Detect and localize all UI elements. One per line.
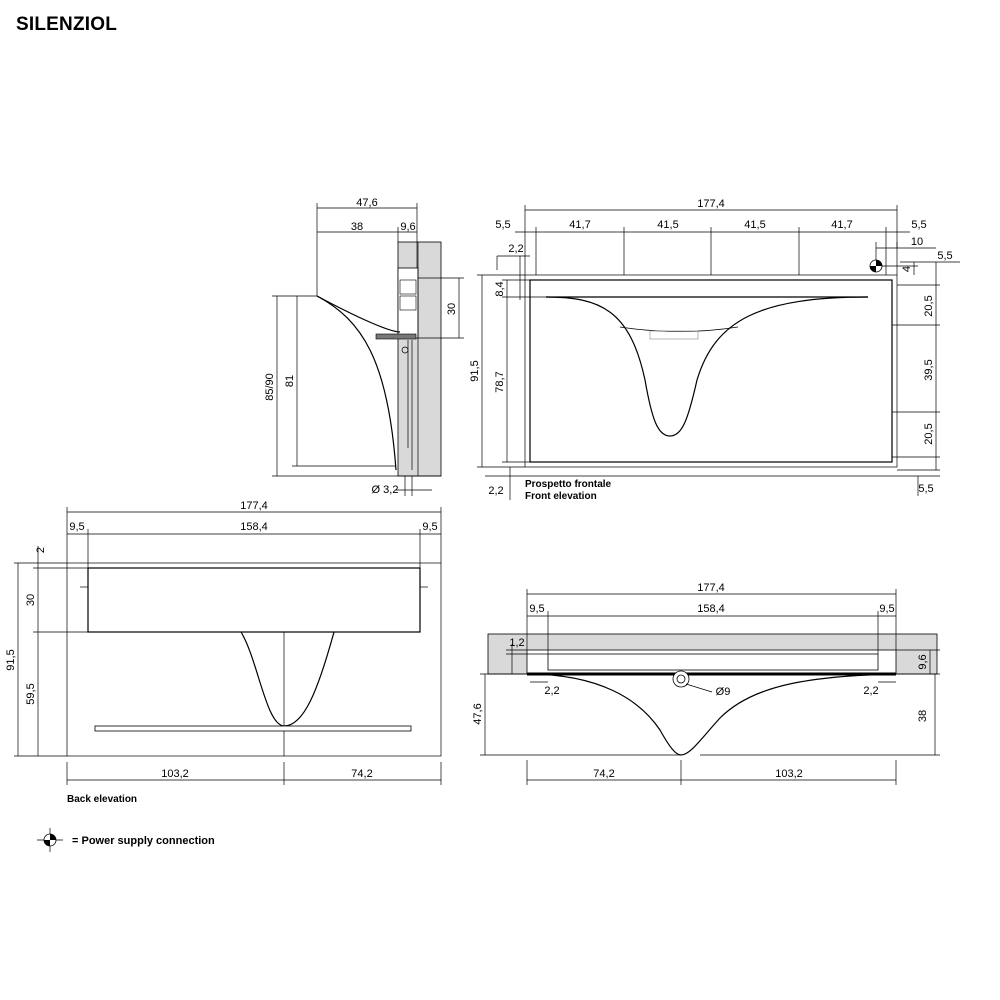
dim-top-br: 103,2	[775, 768, 803, 780]
back-cabinet	[87, 567, 421, 633]
product-title: SILENZIOL	[16, 14, 118, 35]
dim-back-left: 9,5	[69, 521, 84, 533]
dim-front-margin-left: 5,5	[495, 219, 510, 231]
dim-side-96: 9,6	[400, 221, 415, 233]
dim-side-30: 30	[446, 303, 458, 315]
dim-back-right: 9,5	[422, 521, 437, 533]
dim-front-seg2: 41,5	[657, 219, 678, 231]
dim-top-mid: 158,4	[697, 603, 725, 615]
side-view: 47,6 38 9,6 30 85/90 81 Ø 3,2	[264, 197, 464, 496]
dim-front-55-bottom: 5,5	[918, 483, 933, 495]
dim-front-84: 8,4	[494, 281, 506, 296]
dim-side-38: 38	[351, 221, 363, 233]
dim-top-38: 38	[917, 710, 929, 722]
dim-top-right: 9,5	[879, 603, 894, 615]
dim-front-10: 10	[911, 236, 923, 248]
dim-top-12: 1,2	[509, 637, 524, 649]
top-view: 177,4 9,5 158,4 9,5 1,2 9,6 2,2 2,2 Ø9 4…	[472, 582, 940, 785]
dim-front-r3: 20,5	[923, 423, 935, 444]
dim-front-height: 91,5	[469, 360, 481, 381]
dim-front-seg1: 41,7	[569, 219, 590, 231]
front-outer-frame	[524, 274, 898, 468]
dim-back-bl: 103,2	[161, 768, 189, 780]
dim-front-4: 4	[901, 266, 913, 272]
dim-back-total: 177,4	[240, 500, 268, 512]
dim-back-mid: 158,4	[240, 521, 268, 533]
dim-front-22-top: 2,2	[508, 243, 523, 255]
dim-front-inner: 78,7	[494, 371, 506, 392]
dim-side-total: 47,6	[356, 197, 377, 209]
dim-front-r2: 39,5	[923, 359, 935, 380]
dim-front-r1: 20,5	[923, 295, 935, 316]
legend-text: = Power supply connection	[72, 835, 215, 847]
back-view: 177,4 9,5 158,4 9,5 2 30 91,5 59,5 103,2…	[5, 500, 442, 805]
legend: = Power supply connection	[37, 828, 215, 852]
dim-front-seg3: 41,5	[744, 219, 765, 231]
dim-top-bl: 74,2	[593, 768, 614, 780]
dim-top-phi: Ø9	[716, 686, 731, 698]
dim-front-margin-right: 5,5	[911, 219, 926, 231]
dim-back-br: 74,2	[351, 768, 372, 780]
dim-front-seg4: 41,7	[831, 219, 852, 231]
dim-side-height-a: 85/90	[264, 373, 276, 401]
dim-top-left: 9,5	[529, 603, 544, 615]
front-inner-frame	[529, 279, 893, 463]
dim-top-96: 9,6	[917, 654, 929, 669]
dim-top-total: 177,4	[697, 582, 725, 594]
dim-front-total: 177,4	[697, 198, 725, 210]
dim-back-height: 91,5	[5, 649, 17, 670]
caption-back: Back elevation	[67, 794, 137, 805]
dim-top-476: 47,6	[472, 703, 484, 724]
dim-front-22-bottom: 2,2	[488, 485, 503, 497]
caption-front-en: Front elevation	[525, 491, 597, 502]
front-view: 177,4 5,5 41,7 41,5 41,5 41,7 5,5 10 4 5…	[469, 198, 960, 502]
caption-front-it: Prospetto frontale	[525, 479, 612, 490]
back-frame	[66, 562, 442, 757]
dim-side-height-b: 81	[284, 375, 296, 387]
dim-back-595: 59,5	[25, 683, 37, 704]
dim-side-pipe: Ø 3,2	[372, 484, 399, 496]
dim-back-2: 2	[35, 547, 47, 553]
dim-top-22-right: 2,2	[863, 685, 878, 697]
dim-top-22-left: 2,2	[544, 685, 559, 697]
dim-front-55-right: 5,5	[937, 250, 952, 262]
dim-back-30: 30	[25, 594, 37, 606]
